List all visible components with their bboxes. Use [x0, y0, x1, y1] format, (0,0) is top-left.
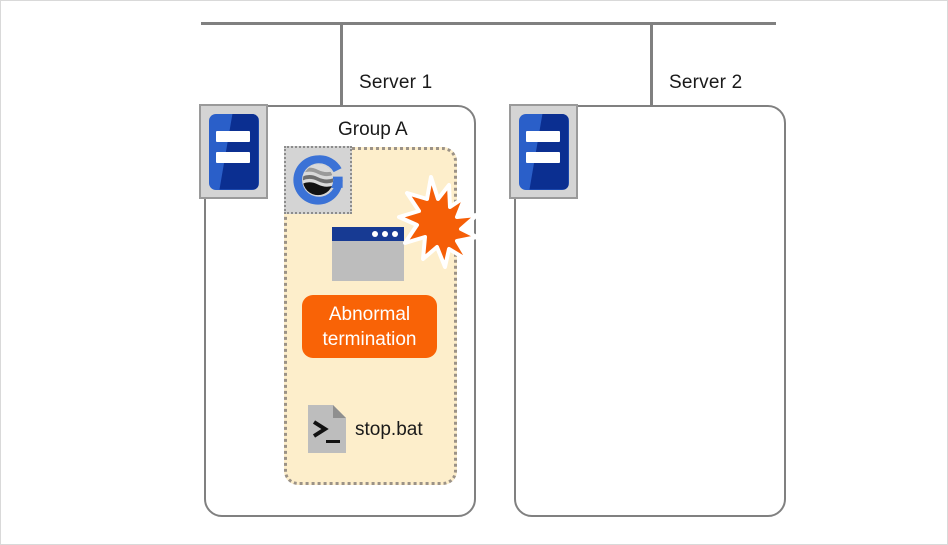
server-bar-top-icon: [525, 130, 560, 142]
group-a-label: Group A: [338, 119, 408, 140]
status-badge-text: Abnormal termination: [322, 303, 417, 350]
server-bar-bottom-icon: [525, 151, 560, 163]
window-titlebar-icon: [332, 227, 404, 241]
bus-horizontal-line: [201, 22, 776, 25]
server-1-label: Server 1: [359, 72, 433, 93]
status-badge-abnormal-termination: Abnormal termination: [302, 295, 437, 358]
bat-script-file-icon: [308, 405, 346, 453]
server-2-icon: [509, 104, 578, 199]
globe-g-logo-svg: [293, 155, 343, 205]
server-chassis-icon: [208, 113, 259, 190]
connector-line-server-2: [650, 24, 653, 106]
window-dot-2-icon: [382, 231, 388, 237]
window-dot-3-icon: [392, 231, 398, 237]
server-bar-bottom-icon: [215, 151, 250, 163]
connector-line-server-1: [340, 24, 343, 106]
globe-g-logo-icon: [284, 146, 352, 214]
server-2-label: Server 2: [669, 72, 743, 93]
window-dot-1-icon: [372, 231, 378, 237]
application-window-icon: [332, 227, 404, 281]
server-chassis-icon: [518, 113, 569, 190]
server-1-icon: [199, 104, 268, 199]
bat-file-label: stop.bat: [355, 419, 423, 440]
server-bar-top-icon: [215, 130, 250, 142]
